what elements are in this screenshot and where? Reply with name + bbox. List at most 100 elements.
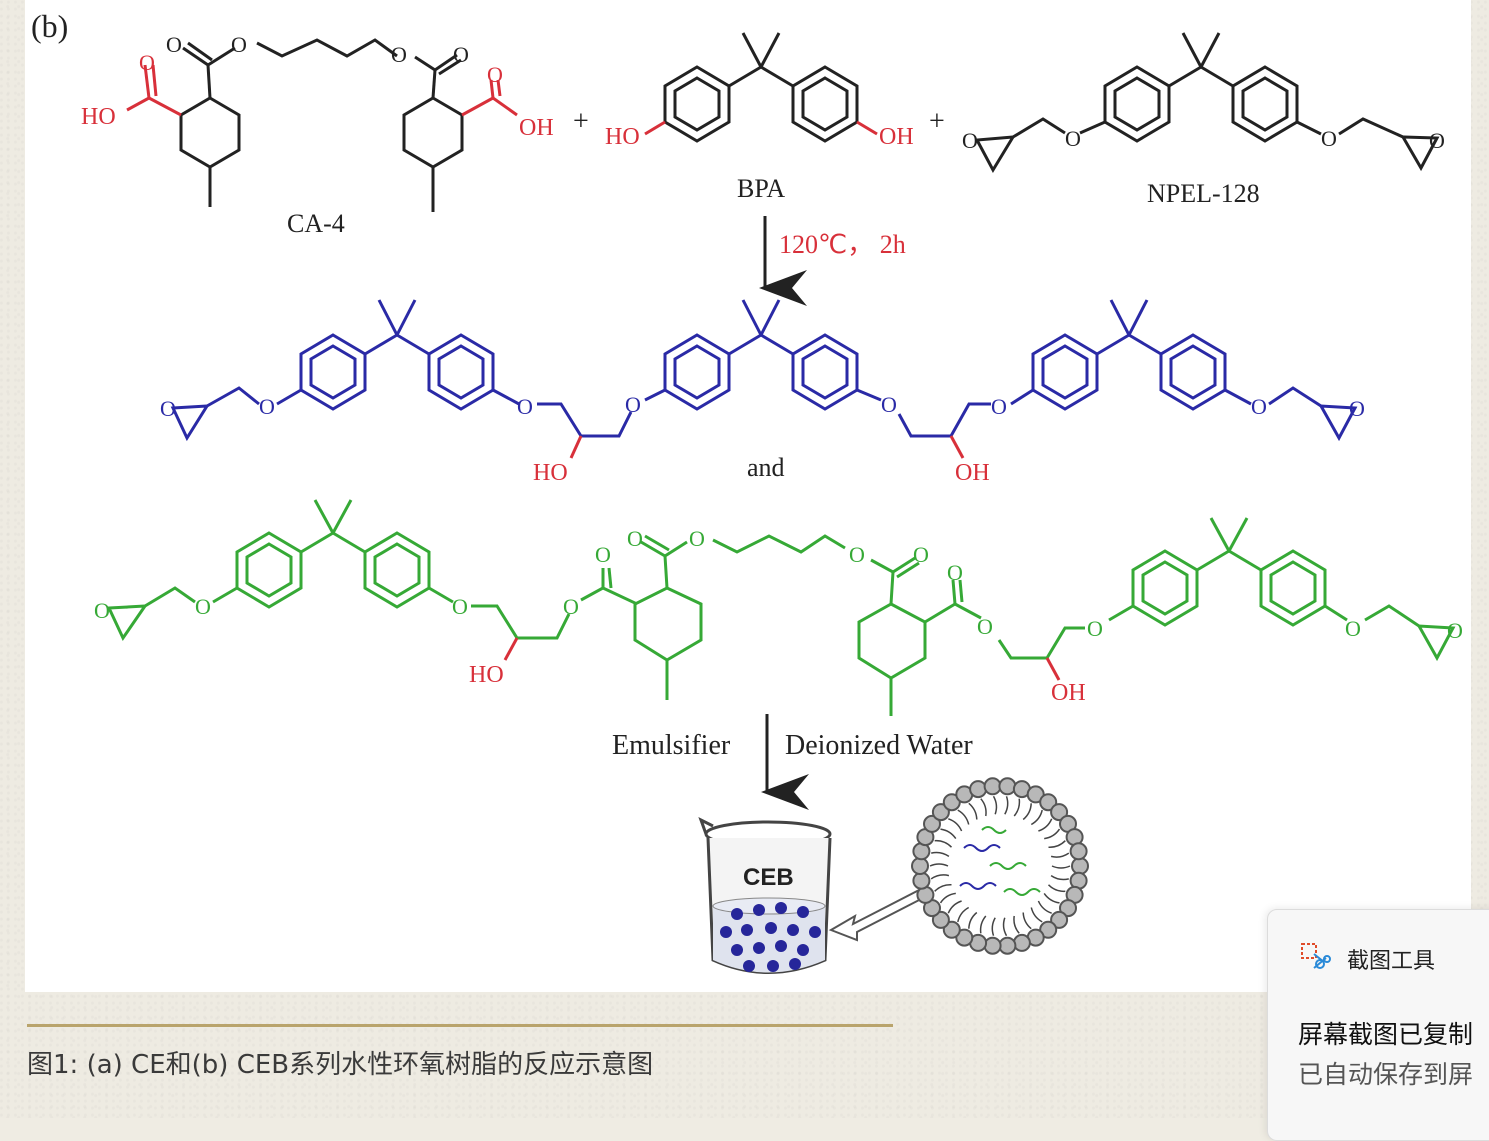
p2-carbonyl-o-3: O [913, 542, 929, 567]
p2-epoxide-o-2: O [1447, 618, 1463, 643]
micelle-head [1039, 920, 1058, 939]
reaction-scheme-figure: HO O OH O O O O O CA-4 + + H [25, 0, 1471, 992]
micelle-tail [1030, 907, 1043, 923]
micelle-tail [992, 795, 998, 815]
micelle-tail [957, 809, 970, 825]
snipping-tool-icon [1301, 943, 1331, 969]
micelle-head [983, 777, 1002, 796]
micelle-tail [947, 900, 962, 914]
micelle-head [931, 910, 950, 929]
ca4-ester-o-2: O [391, 42, 407, 67]
p1-ho-label: HO [533, 460, 568, 486]
notification-body: 已自动保存到屏 [1298, 1060, 1474, 1089]
micelle-tail [931, 851, 950, 858]
npel-epoxide-o-2: O [1429, 128, 1445, 153]
bpa-oh-label: OH [879, 124, 914, 150]
micelle-head [931, 803, 950, 822]
p2-carbonyl-o-4: O [947, 560, 963, 585]
micelle-tail [968, 911, 978, 929]
micelle-tail [968, 802, 978, 820]
micelle-tail [991, 917, 996, 936]
micelle-tail [934, 884, 952, 892]
p1-ether-o-3: O [625, 392, 641, 417]
npel-ether-o-2: O [1321, 126, 1337, 151]
plus-sign-2: + [929, 106, 945, 137]
micelle-head [1039, 793, 1058, 812]
p2-carbonyl-o-2: O [627, 526, 643, 551]
p2-ester-o-3: O [849, 542, 865, 567]
p2-ether-o-4: O [1345, 616, 1361, 641]
micelle-tail [934, 839, 953, 848]
micelle-head [1050, 803, 1069, 822]
micelle-tail [1030, 809, 1043, 826]
micelle-tail [1037, 900, 1052, 914]
bpa-ho-label: HO [605, 124, 640, 150]
micelle-head [969, 780, 988, 799]
micelle-head [923, 814, 941, 833]
npel-ether-o-1: O [1065, 126, 1081, 151]
p1-oh-label: OH [955, 460, 990, 486]
caption-divider [27, 1024, 893, 1027]
notification-title: 屏幕截图已复制 [1298, 1020, 1474, 1049]
micelle-tail [1043, 892, 1060, 904]
micelle-tail [1022, 912, 1032, 930]
npel128-label: NPEL-128 [1147, 179, 1260, 208]
micelle-tail [1013, 915, 1020, 934]
and-label: and [747, 453, 785, 482]
micelle-tail [1047, 884, 1066, 893]
notification-app-name: 截图工具 [1347, 949, 1436, 974]
micelle-tail [1050, 852, 1070, 858]
ca4-molecule [126, 38, 518, 212]
ca4-ho-label: HO [81, 104, 116, 130]
micelle-illustration [911, 777, 1089, 955]
micelle-tail [1038, 818, 1053, 832]
ca4-o-label-2: O [487, 62, 503, 87]
ca4-carbonyl-o-1: O [166, 32, 182, 57]
micelle-tail [1002, 917, 1008, 937]
micelle-head [983, 936, 1002, 955]
micelle-tail [1022, 803, 1032, 821]
product2-molecule [106, 499, 1456, 716]
micelle-head [998, 936, 1017, 955]
micelle-head [1050, 910, 1069, 929]
zoom-arrow [828, 886, 929, 942]
p2-ether-o-2: O [452, 594, 468, 619]
micelle-tail [979, 915, 987, 934]
bpa-label: BPA [737, 174, 785, 203]
p1-ether-o-1: O [259, 394, 275, 419]
micelle-head [1012, 933, 1031, 952]
panel-label: (b) [31, 8, 69, 44]
p1-ether-o-4: O [881, 392, 897, 417]
npel-epoxide-o-1: O [962, 128, 978, 153]
micelle-tail [930, 874, 950, 880]
p1-epoxide-o-1: O [160, 396, 176, 421]
p1-ether-o-2: O [517, 394, 533, 419]
p2-ether-o-1: O [195, 594, 211, 619]
plus-sign-1: + [573, 106, 589, 137]
ca4-carbonyl-o-2: O [453, 42, 469, 67]
product1-molecule [170, 299, 1358, 442]
p2-ester-o-2: O [689, 526, 705, 551]
micelle-tail [1051, 865, 1071, 869]
screenshot-notification[interactable]: 截图工具 屏幕截图已复制 已自动保存到屏 [1267, 909, 1489, 1141]
micelle-head [1026, 785, 1045, 804]
micelle-tail [940, 828, 957, 840]
micelle-tail [1044, 828, 1061, 840]
micelle-head [942, 793, 961, 812]
p1-ether-o-5: O [991, 394, 1007, 419]
ca4-ester-o-1: O [231, 32, 247, 57]
bpa-molecule [644, 32, 878, 143]
ca4-label: CA-4 [287, 209, 345, 238]
micelle-tail [980, 798, 987, 817]
micelle-head [942, 920, 961, 939]
micelle-tail [1050, 874, 1069, 881]
beaker-particles [720, 902, 821, 972]
emulsifier-label: Emulsifier [612, 730, 731, 761]
p2-carbonyl-o-1: O [595, 542, 611, 567]
micelle-head [911, 857, 929, 875]
p2-ester-o-4: O [977, 614, 993, 639]
beaker-illustration: CEB [698, 816, 832, 974]
deionized-water-label: Deionized Water [785, 730, 973, 761]
micelle-head [912, 871, 931, 890]
p1-epoxide-o-2: O [1349, 396, 1365, 421]
